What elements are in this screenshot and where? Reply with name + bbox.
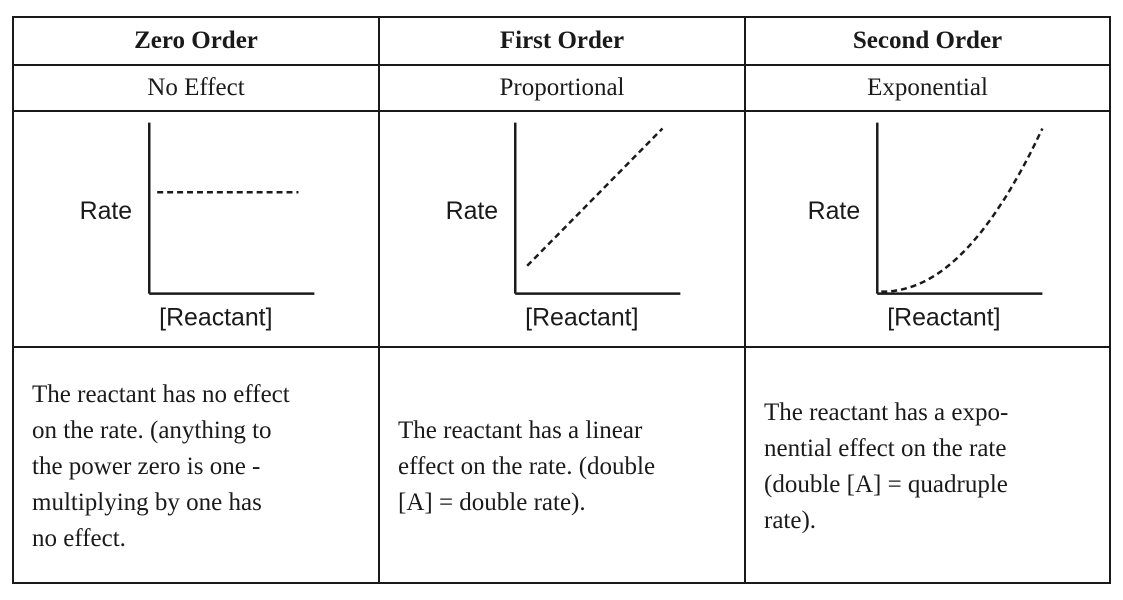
first-order-x-label: [Reactant] — [525, 303, 638, 331]
zero-order-y-label: Rate — [80, 197, 133, 225]
second-order-description: The reactant has a expo- nential effect … — [764, 399, 1009, 534]
second-order-graph: Rate [Reactant] — [808, 122, 1044, 331]
reaction-order-table: Zero Order First Order Second Order No E… — [12, 16, 1111, 584]
effect-row: No Effect Proportional Exponential — [12, 64, 1111, 112]
zero-order-graph: Rate [Reactant] — [80, 122, 315, 331]
first-order-rate-line — [526, 127, 664, 267]
second-order-graph-cell: Rate [Reactant] — [744, 110, 1111, 348]
second-order-x-label: [Reactant] — [887, 303, 1000, 331]
zero-order-header: Zero Order — [12, 16, 380, 66]
first-order-graph: Rate [Reactant] — [446, 122, 681, 331]
first-order-description-cell: The reactant has a linear effect on the … — [378, 346, 746, 584]
zero-order-description: The reactant has no effect on the rate. … — [32, 381, 290, 552]
zero-order-graph-cell: Rate [Reactant] — [12, 110, 380, 348]
zero-order-effect: No Effect — [12, 64, 380, 112]
first-order-header: First Order — [378, 16, 746, 66]
zero-order-x-label: [Reactant] — [159, 303, 272, 331]
zero-order-description-cell: The reactant has no effect on the rate. … — [12, 346, 380, 584]
first-order-effect: Proportional — [378, 64, 746, 112]
first-order-description: The reactant has a linear effect on the … — [398, 417, 656, 516]
graph-row: Rate [Reactant] Rate [Reactant] Rate [Re… — [12, 110, 1111, 348]
second-order-y-label: Rate — [808, 197, 861, 225]
header-row: Zero Order First Order Second Order — [12, 16, 1111, 66]
second-order-header: Second Order — [744, 16, 1111, 66]
second-order-rate-line — [881, 128, 1044, 293]
second-order-effect: Exponential — [744, 64, 1111, 112]
second-order-description-cell: The reactant has a expo- nential effect … — [744, 346, 1111, 584]
description-row: The reactant has no effect on the rate. … — [12, 346, 1111, 584]
first-order-graph-cell: Rate [Reactant] — [378, 110, 746, 348]
first-order-y-label: Rate — [446, 197, 499, 225]
